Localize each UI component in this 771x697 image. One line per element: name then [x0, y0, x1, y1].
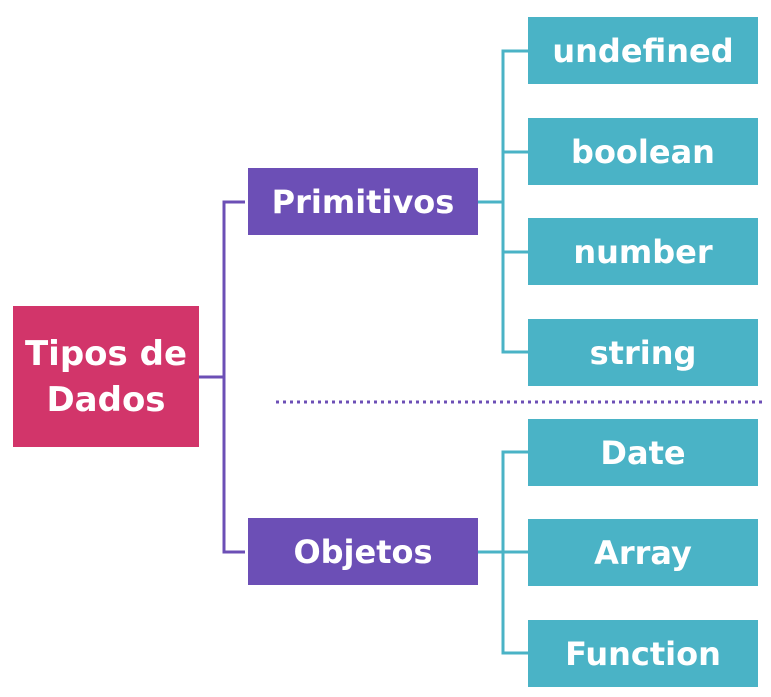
root-label-line2: Dados [46, 379, 166, 420]
leaf-node-array: Array [528, 519, 758, 586]
leaf-node-boolean: boolean [528, 118, 758, 185]
leaf-node-function: Function [528, 620, 758, 687]
primitivos-bracket [501, 49, 528, 354]
leaf-label: boolean [571, 132, 715, 171]
category-label: Objetos [293, 532, 433, 571]
category-label: Primitivos [271, 182, 455, 221]
leaf-label: undefined [552, 31, 734, 70]
leaf-node-number: number [528, 218, 758, 285]
leaf-label: number [573, 232, 713, 271]
leaf-node-date: Date [528, 419, 758, 486]
leaf-label: string [589, 333, 697, 372]
leaf-node-undefined: undefined [528, 17, 758, 84]
root-node-tipos-de-dados: Tipos de Dados [13, 306, 199, 447]
category-node-objetos: Objetos [248, 518, 478, 585]
leaf-node-string: string [528, 319, 758, 386]
category-bracket [222, 200, 245, 554]
category-node-primitivos: Primitivos [248, 168, 478, 235]
leaf-label: Array [594, 533, 692, 572]
leaf-label: Date [600, 433, 686, 472]
root-label-line1: Tipos de [24, 333, 187, 374]
leaf-label: Function [565, 634, 721, 673]
